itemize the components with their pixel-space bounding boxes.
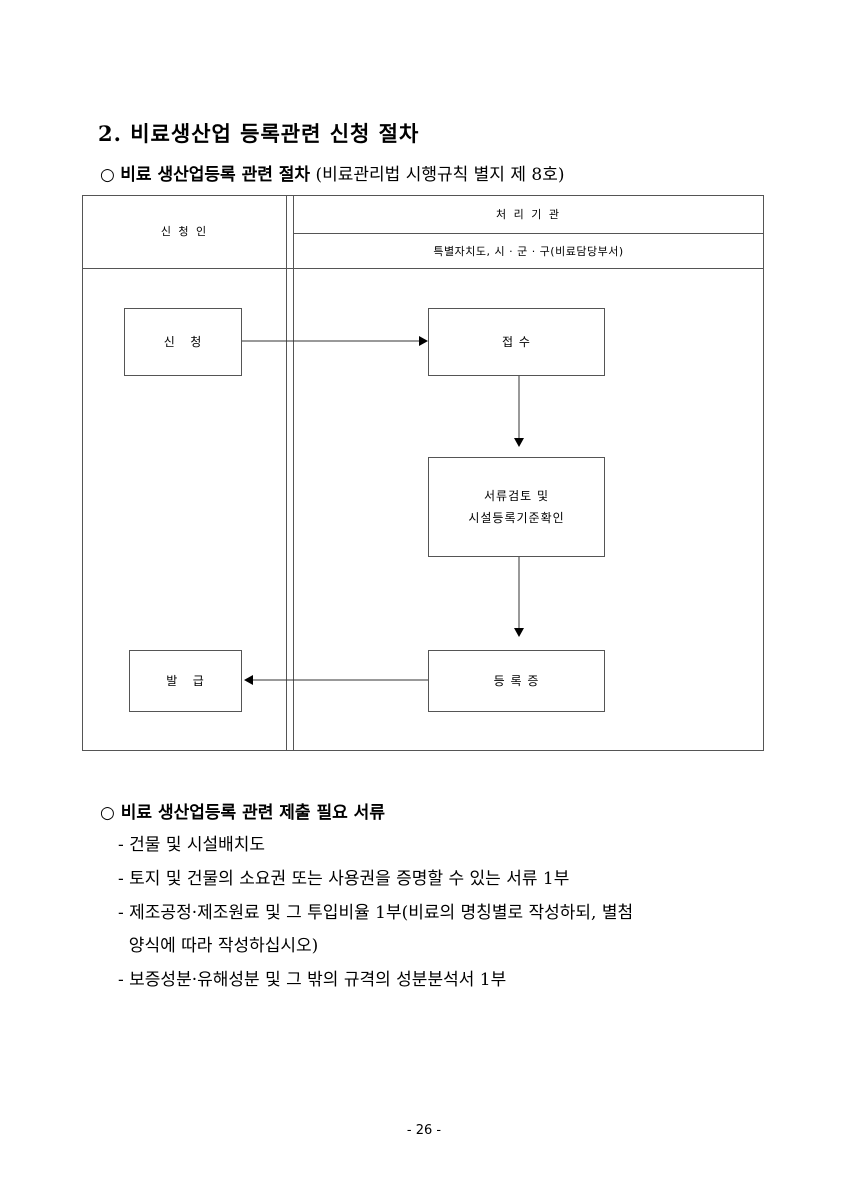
column-divider-1 xyxy=(286,196,287,750)
review-label-1: 서류검토 및 xyxy=(483,489,549,503)
header-bottom-line xyxy=(83,268,763,269)
flow-arrows xyxy=(242,336,524,685)
arrowhead-down-1 xyxy=(514,438,524,447)
document-item: - 보증성분·유해성분 및 그 밖의 규격의 성분분석서 1부 xyxy=(118,970,507,990)
agency-header: 처 리 기 관 xyxy=(496,208,561,221)
certificate-label: 등 록 증 xyxy=(493,674,540,688)
receive-label: 접 수 xyxy=(502,335,531,349)
procedure-subtitle: ○ 비료 생산업등록 관련 절차 (비료관리법 시행규칙 별지 제 8호) xyxy=(100,160,564,185)
review-label-2: 시설등록기준확인 xyxy=(468,511,565,525)
bullet-circle: ○ xyxy=(100,803,115,823)
receive-box: 접 수 xyxy=(428,308,605,376)
subtitle-reference: (비료관리법 시행규칙 별지 제 8호) xyxy=(315,165,565,185)
applicant-header: 신 청 인 xyxy=(160,225,209,238)
bullet-circle: ○ xyxy=(100,165,115,185)
documents-title: ○ 비료 생산업등록 관련 제출 필요 서류 xyxy=(100,798,385,823)
arrowhead-left xyxy=(244,675,253,685)
review-box: 서류검토 및 시설등록기준확인 xyxy=(428,457,605,557)
arrowhead-down-2 xyxy=(514,628,524,637)
agency-subheader: 특별자치도, 시 · 군 · 구(비료담당부서) xyxy=(433,245,624,258)
flow-diagram: 신 청 인 처 리 기 관 특별자치도, 시 · 군 · 구(비료담당부서) 신… xyxy=(82,195,764,751)
apply-label: 신 청 xyxy=(163,335,203,349)
issue-box: 발 급 xyxy=(129,650,242,712)
arrowhead-right xyxy=(419,336,428,346)
issue-label: 발 급 xyxy=(166,674,205,688)
page-number: - 26 - xyxy=(406,1123,442,1138)
column-divider-2 xyxy=(293,196,294,750)
document-item: - 건물 및 시설배치도 xyxy=(118,835,266,855)
document-item: - 제조공정·제조원료 및 그 투입비율 1부(비료의 명칭별로 작성하되, 별… xyxy=(118,903,634,923)
apply-box: 신 청 xyxy=(124,308,242,376)
document-item: - 토지 및 건물의 소요권 또는 사용권을 증명할 수 있는 서류 1부 xyxy=(118,869,570,889)
documents-title-text: 비료 생산업등록 관련 제출 필요 서류 xyxy=(120,803,385,823)
certificate-box: 등 록 증 xyxy=(428,650,605,712)
agency-header-line xyxy=(294,233,763,234)
subtitle-bold: 비료 생산업등록 관련 절차 xyxy=(120,165,311,185)
document-item: 양식에 따라 작성하십시오) xyxy=(118,936,319,956)
section-title: 2. 비료생산업 등록관련 신청 절차 xyxy=(98,121,420,146)
